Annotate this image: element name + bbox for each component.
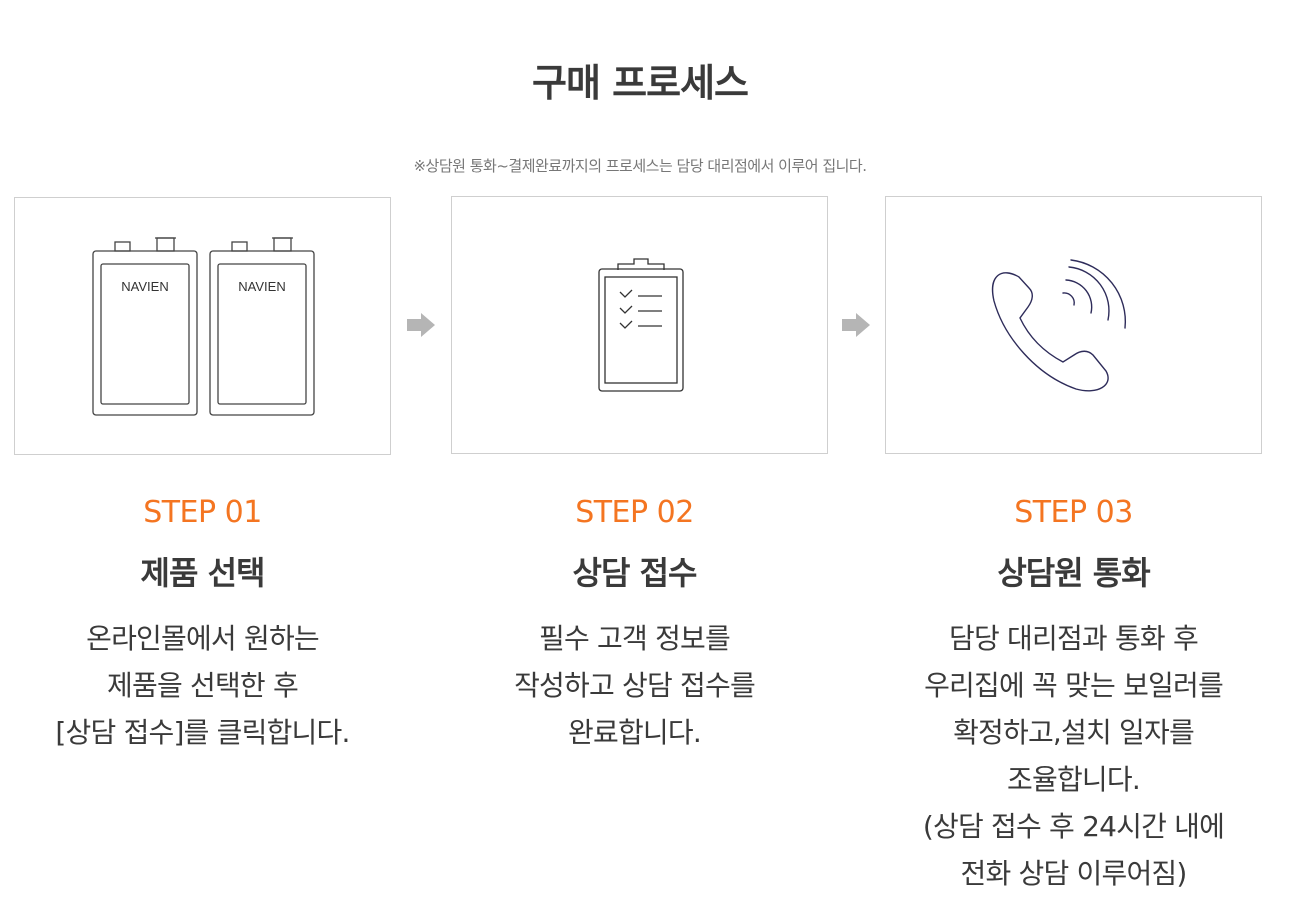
step-2-image-box <box>451 196 828 454</box>
arrow-right-icon <box>842 313 870 337</box>
step-label: STEP 03 <box>1014 495 1133 530</box>
step-title: 제품 선택 <box>140 554 266 592</box>
step-title: 상담 접수 <box>572 554 698 592</box>
step-title: 상담원 통화 <box>997 554 1150 592</box>
step-description: 온라인몰에서 원하는 제품을 선택한 후 [상담 접수]를 클릭합니다. <box>14 615 391 756</box>
step-description: 필수 고객 정보를 작성하고 상담 접수를 완료합니다. <box>446 615 823 756</box>
desc-line: 작성하고 상담 접수를 <box>514 669 756 702</box>
step-3-image-box <box>885 196 1262 454</box>
desc-line: 전화 상담 이루어짐) <box>960 857 1187 890</box>
brand-logo-right: NAVIEN <box>238 279 285 294</box>
step-1-image-box: NAVIEN NAVIEN <box>14 197 391 455</box>
brand-logo-left: NAVIEN <box>121 279 168 294</box>
desc-line: 조율합니다. <box>1007 763 1141 796</box>
desc-line: 완료합니다. <box>568 716 702 749</box>
step-3: STEP 03 상담원 통화 담당 대리점과 통화 후 우리집에 꼭 맞는 보일… <box>885 495 1262 897</box>
desc-line: 확정하고,설치 일자를 <box>953 716 1195 749</box>
step-label: STEP 01 <box>143 495 262 530</box>
desc-line: (상담 접수 후 24시간 내에 <box>922 810 1225 843</box>
clipboard-checklist-icon <box>598 258 684 392</box>
step-label: STEP 02 <box>575 495 694 530</box>
arrow-right-icon <box>407 313 435 337</box>
step-2: STEP 02 상담 접수 필수 고객 정보를 작성하고 상담 접수를 완료합니… <box>446 495 823 756</box>
desc-line: [상담 접수]를 클릭합니다. <box>55 716 350 749</box>
boiler-icon: NAVIEN NAVIEN <box>92 237 315 416</box>
process-notice: ※상담원 통화~결제완료까지의 프로세스는 담당 대리점에서 이루어 집니다. <box>413 157 867 175</box>
step-1: STEP 01 제품 선택 온라인몰에서 원하는 제품을 선택한 후 [상담 접… <box>14 495 391 756</box>
desc-line: 제품을 선택한 후 <box>107 669 299 702</box>
page-title: 구매 프로세스 <box>532 61 749 105</box>
phone-call-icon <box>991 259 1127 392</box>
desc-line: 담당 대리점과 통화 후 <box>949 622 1199 655</box>
desc-line: 필수 고객 정보를 <box>539 622 731 655</box>
step-description: 담당 대리점과 통화 후 우리집에 꼭 맞는 보일러를 확정하고,설치 일자를 … <box>885 615 1262 897</box>
desc-line: 우리집에 꼭 맞는 보일러를 <box>924 669 1224 702</box>
desc-line: 온라인몰에서 원하는 <box>86 622 320 655</box>
